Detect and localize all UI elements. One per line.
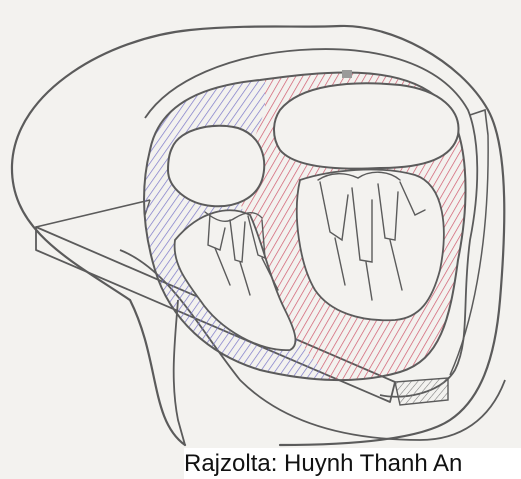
aortic-opening [274,83,458,168]
base-slab [395,378,448,405]
pencil-smudge [342,70,352,78]
author-credit: Rajzolta: Huynh Thanh An [184,448,521,479]
pulmonary-opening [168,126,264,206]
